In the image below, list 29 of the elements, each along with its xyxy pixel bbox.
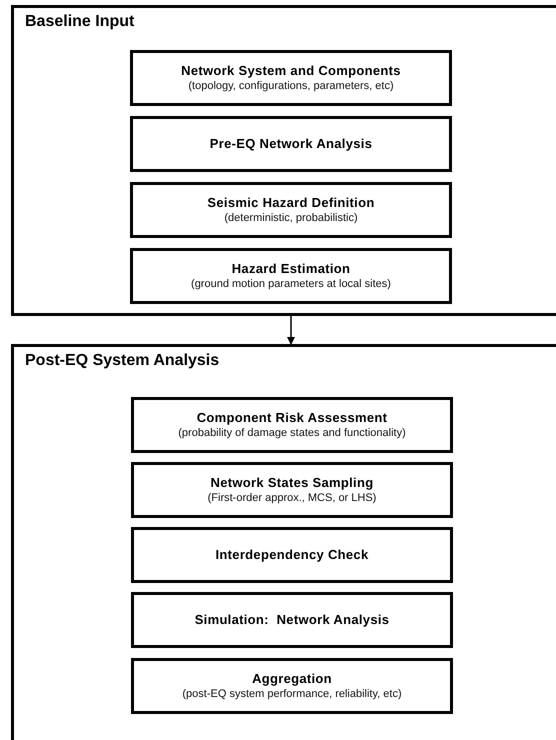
box-title: Seismic Hazard Definition bbox=[207, 195, 375, 211]
box-title: Network States Sampling bbox=[210, 475, 374, 491]
process-box bbox=[131, 397, 453, 453]
process-box bbox=[131, 462, 453, 518]
panel-title: Post-EQ System Analysis bbox=[25, 352, 220, 370]
process-box bbox=[130, 116, 452, 172]
arrow bbox=[287, 316, 295, 345]
box-subtitle: (First-order approx., MCS, or LHS) bbox=[208, 491, 376, 505]
box-subtitle: (topology, configurations, parameters, etc) bbox=[188, 79, 394, 93]
box-title: Network System and Components bbox=[181, 63, 401, 79]
group-panel bbox=[11, 5, 556, 316]
box-subtitle: (deterministic, probabilistic) bbox=[224, 211, 358, 225]
process-box bbox=[131, 527, 453, 583]
box-title: Component Risk Assessment bbox=[196, 410, 388, 426]
box-title: Hazard Estimation bbox=[232, 261, 350, 277]
panel-title: Baseline Input bbox=[25, 13, 134, 31]
box-title: Simulation: Network Analysis bbox=[194, 612, 390, 628]
process-box bbox=[130, 248, 452, 304]
process-box bbox=[130, 182, 452, 238]
box-title: Interdependency Check bbox=[216, 547, 368, 563]
box-title: Pre-EQ Network Analysis bbox=[210, 136, 372, 152]
process-box bbox=[131, 592, 453, 648]
box-subtitle: (ground motion parameters at local sites) bbox=[191, 277, 391, 291]
group-panel bbox=[11, 344, 556, 740]
box-subtitle: (probability of damage states and functionality) bbox=[178, 426, 406, 440]
process-box bbox=[130, 50, 452, 106]
box-subtitle: (post-EQ system performance, reliability, etc) bbox=[182, 687, 402, 701]
process-box bbox=[131, 658, 453, 714]
box-title: Aggregation bbox=[252, 671, 332, 687]
